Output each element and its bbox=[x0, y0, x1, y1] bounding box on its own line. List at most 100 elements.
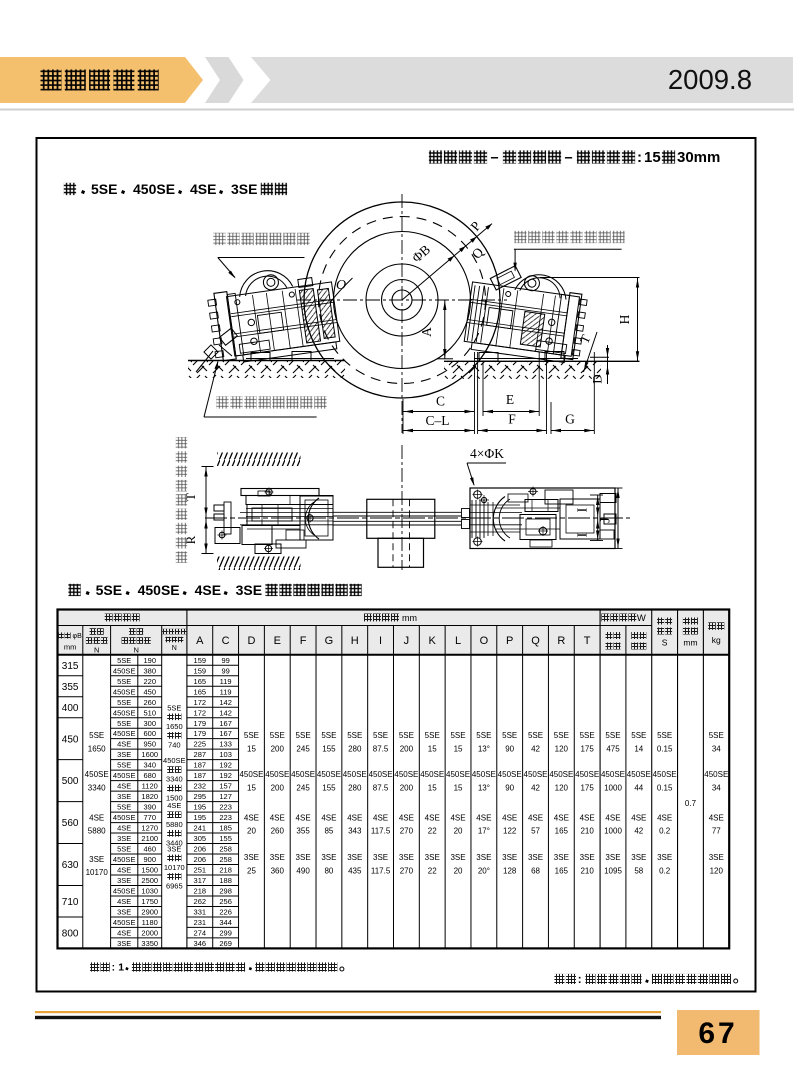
svg-text:3SE: 3SE bbox=[554, 853, 569, 862]
svg-text:1000: 1000 bbox=[604, 783, 622, 792]
svg-text:Q: Q bbox=[531, 635, 540, 647]
svg-text:450SE: 450SE bbox=[498, 770, 522, 779]
svg-text:5SE: 5SE bbox=[91, 181, 117, 197]
svg-text:4SE: 4SE bbox=[399, 814, 414, 823]
svg-text:225: 225 bbox=[194, 740, 207, 749]
svg-text:3SE: 3SE bbox=[631, 853, 646, 862]
svg-text:175: 175 bbox=[580, 783, 594, 792]
svg-text:223: 223 bbox=[219, 813, 232, 822]
svg-text:13°: 13° bbox=[478, 783, 490, 792]
svg-text:117.5: 117.5 bbox=[371, 867, 391, 876]
svg-text:4SE: 4SE bbox=[244, 814, 259, 823]
svg-text:1820: 1820 bbox=[141, 792, 158, 801]
svg-text:R: R bbox=[183, 535, 198, 544]
svg-text:262: 262 bbox=[194, 897, 207, 906]
svg-text:P: P bbox=[506, 635, 513, 647]
svg-text:155: 155 bbox=[322, 783, 336, 792]
svg-text:450SE: 450SE bbox=[113, 729, 136, 738]
svg-text:187: 187 bbox=[194, 771, 207, 780]
svg-text:560: 560 bbox=[62, 818, 79, 829]
svg-text:3SE: 3SE bbox=[709, 853, 724, 862]
svg-text:3SE: 3SE bbox=[528, 853, 543, 862]
svg-text:344: 344 bbox=[219, 918, 232, 927]
svg-text:5SE: 5SE bbox=[117, 698, 131, 707]
svg-text:120: 120 bbox=[710, 867, 724, 876]
svg-text:0.15: 0.15 bbox=[657, 783, 673, 792]
svg-text:2000: 2000 bbox=[141, 928, 158, 937]
svg-text:4SE: 4SE bbox=[117, 928, 131, 937]
svg-text:190: 190 bbox=[143, 656, 156, 665]
svg-text:φB: φB bbox=[73, 633, 83, 640]
svg-text:450SE: 450SE bbox=[138, 582, 180, 598]
svg-text:450SE: 450SE bbox=[265, 770, 289, 779]
svg-text:450SE: 450SE bbox=[549, 770, 573, 779]
svg-text:450SE: 450SE bbox=[113, 708, 136, 717]
svg-text:68: 68 bbox=[531, 867, 540, 876]
svg-text:25: 25 bbox=[247, 867, 256, 876]
svg-text:450SE: 450SE bbox=[113, 813, 136, 822]
svg-text:T: T bbox=[183, 493, 198, 501]
svg-text:117.5: 117.5 bbox=[371, 827, 391, 836]
svg-text:3SE: 3SE bbox=[244, 853, 259, 862]
svg-text:15: 15 bbox=[428, 745, 437, 754]
svg-text:C: C bbox=[222, 635, 230, 647]
svg-text:2009.8: 2009.8 bbox=[668, 64, 752, 95]
svg-text:192: 192 bbox=[219, 761, 232, 770]
svg-text:4SE: 4SE bbox=[270, 814, 285, 823]
svg-text:mm: mm bbox=[683, 638, 697, 648]
svg-text:5SE: 5SE bbox=[502, 731, 517, 740]
svg-text:5SE: 5SE bbox=[709, 731, 724, 740]
svg-text:R: R bbox=[557, 635, 565, 647]
svg-text:4SE: 4SE bbox=[657, 814, 672, 823]
svg-text:15: 15 bbox=[644, 149, 661, 166]
svg-text:1180: 1180 bbox=[142, 918, 158, 927]
svg-text:450SE: 450SE bbox=[653, 770, 677, 779]
svg-text:188: 188 bbox=[219, 876, 232, 885]
svg-text:3SE: 3SE bbox=[167, 844, 181, 853]
svg-text:G: G bbox=[325, 635, 334, 647]
svg-text:4SE: 4SE bbox=[373, 814, 388, 823]
svg-text:155: 155 bbox=[219, 834, 232, 843]
svg-text:E: E bbox=[506, 392, 514, 407]
svg-text:N: N bbox=[94, 646, 99, 655]
svg-text:299: 299 bbox=[219, 928, 232, 937]
svg-text:2500: 2500 bbox=[141, 876, 158, 885]
svg-text:5SE: 5SE bbox=[399, 731, 414, 740]
svg-text:210: 210 bbox=[580, 867, 594, 876]
svg-text:3SE: 3SE bbox=[425, 853, 440, 862]
svg-text:L: L bbox=[455, 635, 461, 647]
svg-text:4SE: 4SE bbox=[425, 814, 440, 823]
svg-text:3SE: 3SE bbox=[502, 853, 517, 862]
svg-text:460: 460 bbox=[143, 845, 156, 854]
svg-text:22: 22 bbox=[428, 867, 437, 876]
svg-text:3SE: 3SE bbox=[605, 853, 620, 862]
svg-text:331: 331 bbox=[194, 908, 207, 917]
svg-text:W: W bbox=[637, 613, 646, 624]
svg-text:710: 710 bbox=[62, 897, 79, 908]
svg-text:280: 280 bbox=[348, 745, 362, 754]
svg-text:4SE: 4SE bbox=[709, 814, 724, 823]
svg-text:K: K bbox=[429, 635, 437, 647]
svg-text:450SE: 450SE bbox=[343, 770, 367, 779]
svg-text:450SE: 450SE bbox=[113, 918, 136, 927]
svg-text:3SE: 3SE bbox=[270, 853, 285, 862]
svg-text:D: D bbox=[590, 374, 605, 383]
svg-text:200: 200 bbox=[400, 783, 414, 792]
svg-text:206: 206 bbox=[194, 845, 207, 854]
svg-text:1500: 1500 bbox=[166, 793, 183, 802]
svg-text:T: T bbox=[584, 635, 591, 647]
svg-text:3SE: 3SE bbox=[476, 853, 491, 862]
svg-text:1650: 1650 bbox=[166, 722, 183, 731]
svg-text:192: 192 bbox=[219, 771, 232, 780]
svg-text:5880: 5880 bbox=[166, 820, 183, 829]
svg-text:245: 245 bbox=[296, 783, 310, 792]
svg-text:4SE: 4SE bbox=[450, 814, 465, 823]
svg-text:119: 119 bbox=[220, 677, 232, 686]
svg-text:42: 42 bbox=[531, 745, 540, 754]
svg-text:450SE: 450SE bbox=[601, 770, 625, 779]
svg-text:G: G bbox=[565, 412, 575, 427]
svg-text:4SE: 4SE bbox=[347, 814, 362, 823]
svg-text:450SE: 450SE bbox=[369, 770, 393, 779]
svg-text:210: 210 bbox=[580, 827, 594, 836]
svg-text:5880: 5880 bbox=[88, 827, 106, 836]
